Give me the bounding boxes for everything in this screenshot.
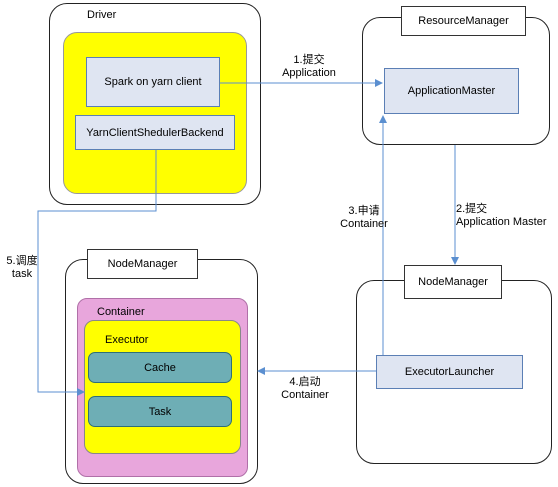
- node-manager-right-title: NodeManager: [404, 265, 502, 299]
- executor-box: [84, 320, 241, 454]
- cache-box: Cache: [88, 352, 232, 383]
- step4-line2: Container: [281, 389, 329, 401]
- step5-label: 5.调度 task: [0, 255, 44, 281]
- executor-title: Executor: [105, 334, 149, 346]
- arrow-schedule-task: [37, 150, 157, 396]
- resource-manager-title: ResourceManager: [401, 6, 526, 36]
- container-title: Container: [97, 306, 145, 318]
- step2-line2: Application Master: [456, 216, 547, 228]
- driver-title: Driver: [87, 9, 117, 21]
- node-manager-left-title: NodeManager: [87, 249, 198, 279]
- application-master-box: ApplicationMaster: [384, 68, 519, 114]
- step5-line1: 5.调度: [6, 255, 38, 267]
- step5-line2: task: [11, 268, 33, 280]
- task-box: Task: [88, 396, 232, 427]
- step3-line1: 3.申请: [348, 205, 380, 217]
- step1-label: 1.提交 Application: [270, 54, 348, 80]
- step4-line1: 4.启动: [289, 376, 321, 388]
- step4-label: 4.启动 Container: [270, 376, 340, 402]
- spark-yarn-client-box: Spark on yarn client: [86, 57, 220, 107]
- executor-launcher-box: ExecutorLauncher: [376, 355, 523, 389]
- step2-label: 2.提交 Application Master: [456, 203, 547, 229]
- step1-line2: Application: [282, 67, 336, 79]
- step3-label: 3.申请 Container: [329, 205, 399, 231]
- step1-line1: 1.提交: [293, 54, 325, 66]
- step3-line2: Container: [340, 218, 388, 230]
- yarn-client-scheduler-backend-box: YarnClientShedulerBackend: [75, 115, 235, 150]
- step2-line1: 2.提交: [456, 203, 488, 215]
